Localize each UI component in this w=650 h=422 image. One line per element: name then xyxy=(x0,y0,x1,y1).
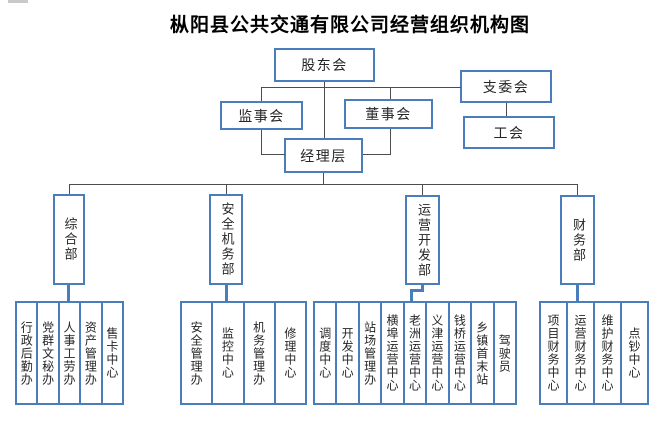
node-dept-operations-development: 运营开发部 xyxy=(405,195,440,285)
connector-operations-to-units-seg3 xyxy=(410,289,413,302)
org-sub-box: 人事工劳办 xyxy=(57,301,82,405)
connector-operations-to-units-seg1 xyxy=(421,284,424,292)
group-operations-dept-units: 调度中心 开发中心 站场管理办 横埠运营中心 老洲运营中心 义津运营中心 钱桥运… xyxy=(313,301,517,405)
org-sub-box: 义津运营中心 xyxy=(425,301,450,405)
org-sub-box: 调度中心 xyxy=(313,301,338,405)
connector-shareholders-to-management xyxy=(324,82,325,138)
connector-top-horizontal xyxy=(261,87,461,88)
node-dept-finance: 财务部 xyxy=(560,195,595,285)
org-sub-box: 运营财务中心 xyxy=(566,301,595,405)
connector-drop-directors xyxy=(390,87,391,99)
connector-distribution-horizontal xyxy=(69,184,578,185)
connector-drop-supervisory xyxy=(261,87,262,101)
org-sub-box: 站场管理办 xyxy=(357,301,383,405)
org-sub-box: 行政后勤办 xyxy=(15,301,39,405)
connector-operations-to-units-seg2 xyxy=(410,289,424,292)
connector-drop-dept-finance xyxy=(577,184,578,195)
node-board-of-directors: 董事会 xyxy=(344,99,433,129)
org-sub-box: 乡镇首末站 xyxy=(470,301,495,405)
connector-directors-elbow-h xyxy=(363,154,391,155)
connector-finance-to-units xyxy=(576,285,579,302)
connector-drop-dept-general xyxy=(69,184,70,194)
connector-supervisory-elbow-h xyxy=(261,154,285,155)
connector-safety-to-units xyxy=(225,285,228,302)
group-general-dept-units: 行政后勤办 党群文秘办 人事工劳办 资产管理办 售卡中心 xyxy=(15,301,125,405)
chart-title: 枞阳县公共交通有限公司经营组织机构图 xyxy=(169,14,530,36)
node-labor-union: 工会 xyxy=(463,116,555,149)
org-sub-box: 驾驶员 xyxy=(492,301,517,405)
node-supervisory-board: 监事会 xyxy=(220,101,303,130)
org-sub-box: 修理中心 xyxy=(273,301,307,405)
org-sub-box: 党群文秘办 xyxy=(36,301,60,405)
node-dept-safety-machinery: 安全机务部 xyxy=(209,194,243,285)
org-sub-box: 点钞中心 xyxy=(620,301,649,405)
connector-branch-to-union xyxy=(506,103,507,116)
org-sub-box: 监控中心 xyxy=(211,301,245,405)
node-shareholders: 股东会 xyxy=(274,48,375,82)
org-sub-box: 横埠运营中心 xyxy=(380,301,405,405)
group-finance-dept-units: 项目财务中心 运营财务中心 维护财务中心 点钞中心 xyxy=(539,301,649,405)
connector-supervisory-elbow-v xyxy=(261,130,262,155)
org-sub-box: 项目财务中心 xyxy=(539,301,568,405)
org-sub-box: 机务管理办 xyxy=(242,301,276,405)
org-sub-box: 安全管理办 xyxy=(180,301,214,405)
org-sub-box: 维护财务中心 xyxy=(593,301,622,405)
node-branch-committee: 支委会 xyxy=(460,70,552,103)
connector-general-to-units xyxy=(67,285,70,302)
group-safety-dept-units: 安全管理办 监控中心 机务管理办 修理中心 xyxy=(180,301,307,405)
scrollbar-artifact xyxy=(8,0,28,3)
node-management-level: 经理层 xyxy=(284,138,363,173)
connector-management-down xyxy=(323,173,324,184)
connector-drop-dept-operations xyxy=(422,184,423,195)
connector-directors-elbow-v xyxy=(390,129,391,155)
org-sub-box: 开发中心 xyxy=(335,301,360,405)
org-sub-box: 资产管理办 xyxy=(79,301,103,405)
org-sub-box: 钱桥运营中心 xyxy=(447,301,473,405)
org-sub-box: 老洲运营中心 xyxy=(402,301,428,405)
connector-drop-dept-safety xyxy=(226,184,227,194)
node-dept-general: 综合部 xyxy=(53,194,85,285)
org-sub-box: 售卡中心 xyxy=(100,301,125,405)
